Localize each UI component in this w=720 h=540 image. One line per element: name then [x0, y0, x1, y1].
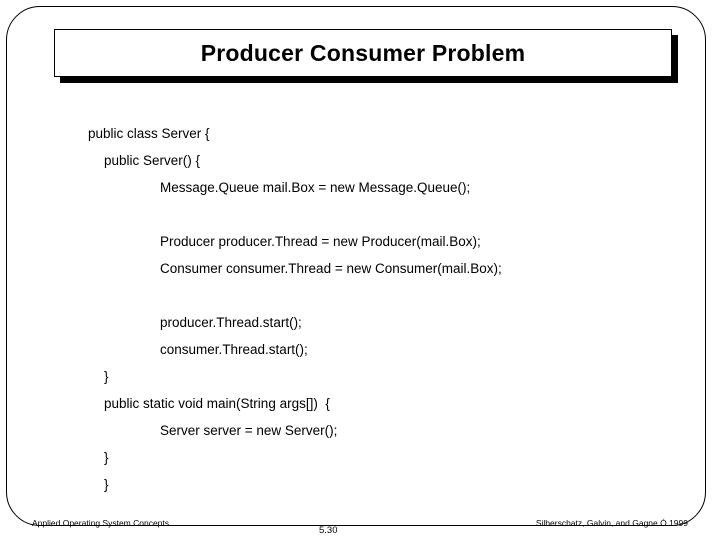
- footer-right-text: Silberschatz, Galvin, and Gagne Ó 1999: [535, 518, 688, 528]
- frame-bottom-break: [0, 534, 720, 540]
- code-line: }: [104, 450, 109, 465]
- code-line: }: [104, 369, 109, 384]
- code-line-blank: [160, 282, 720, 309]
- slide-border-frame: [6, 6, 706, 526]
- code-line-blank: [160, 201, 720, 228]
- code-line: producer.Thread.start();: [160, 315, 302, 330]
- code-line: Producer producer.Thread = new Producer(…: [160, 234, 481, 249]
- code-block: public class Server { public Server() { …: [0, 120, 720, 498]
- code-line: consumer.Thread.start();: [160, 342, 308, 357]
- slide-number: 5.30: [319, 525, 338, 536]
- frame-right-break: [706, 0, 720, 540]
- page-title: Producer Consumer Problem: [200, 39, 526, 66]
- code-line: Message.Queue mail.Box = new Message.Que…: [160, 180, 471, 195]
- title-box: Producer Consumer Problem: [54, 29, 672, 77]
- code-line: }: [104, 477, 109, 492]
- code-line: public Server() {: [104, 153, 201, 168]
- code-line: public static void main(String args[]) {: [104, 396, 330, 411]
- code-line: public class Server {: [88, 126, 210, 141]
- code-line: Consumer consumer.Thread = new Consumer(…: [160, 261, 502, 276]
- footer-left-text: Applied Operating System Concepts: [32, 518, 170, 528]
- code-line: Server server = new Server();: [160, 423, 338, 438]
